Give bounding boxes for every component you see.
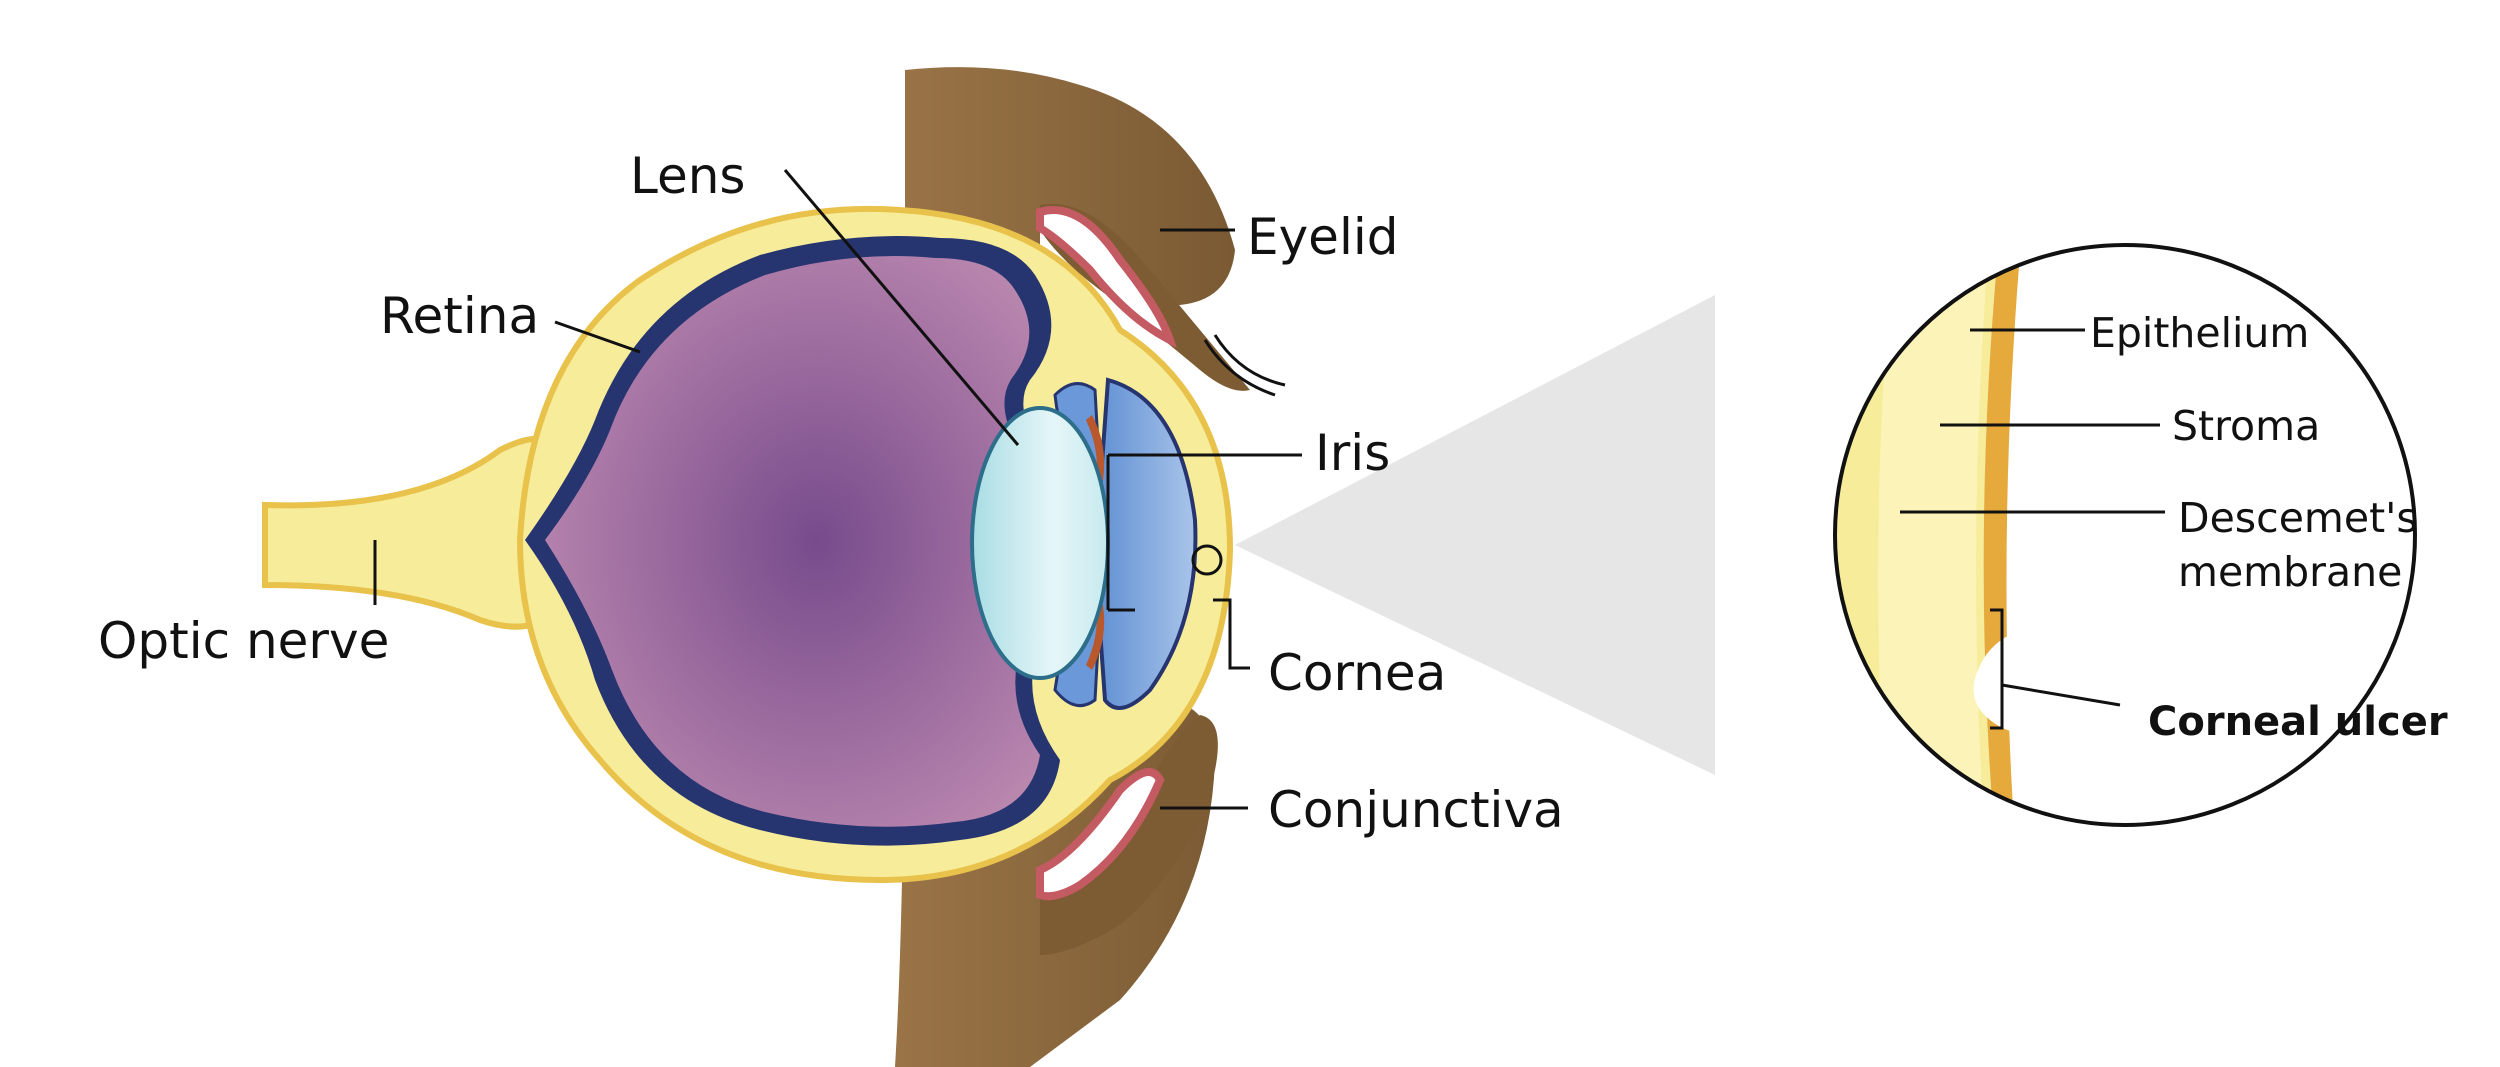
label-cornea: Cornea (1268, 644, 1446, 702)
aqueous-chamber (1092, 377, 1198, 710)
cornea-zoom-marker (1191, 544, 1223, 576)
iris-upper (1086, 415, 1105, 480)
vitreous-body (545, 256, 1040, 827)
optic-nerve-shape (262, 435, 563, 630)
label-lens: Lens (630, 147, 745, 205)
iris-leader (1106, 453, 1302, 612)
retina-leader (554, 320, 641, 354)
label-iris: Iris (1315, 424, 1390, 482)
zoom-cone (1235, 295, 1715, 775)
label-eyelid: Eyelid (1247, 208, 1398, 266)
iris-lower (1086, 605, 1105, 670)
eyelashes-upper (1203, 334, 1286, 397)
upper-conjunctiva (1036, 206, 1177, 348)
label-retina: Retina (380, 287, 539, 345)
ulcer-bracket (1990, 608, 2004, 730)
label-descemets-line1: Descemet's (2178, 494, 2418, 542)
lower-conjunctiva (1036, 768, 1165, 901)
ulcer-leader (2001, 683, 2121, 707)
zoom-stroma-lighter (1878, 245, 1990, 825)
cornea-leader (1213, 598, 1250, 670)
label-corneal-ulcer: Corneal ulcer (2148, 699, 2448, 745)
label-epithelium: Epithelium (2090, 309, 2309, 357)
lens-leader (783, 169, 1020, 446)
label-stroma: Stroma (2172, 402, 2320, 450)
lens-shape (970, 406, 1110, 680)
label-optic-nerve: Optic nerve (98, 612, 389, 670)
label-conjunctiva: Conjunctiva (1268, 781, 1564, 839)
label-descemets-line2: membrane (2178, 548, 2402, 596)
